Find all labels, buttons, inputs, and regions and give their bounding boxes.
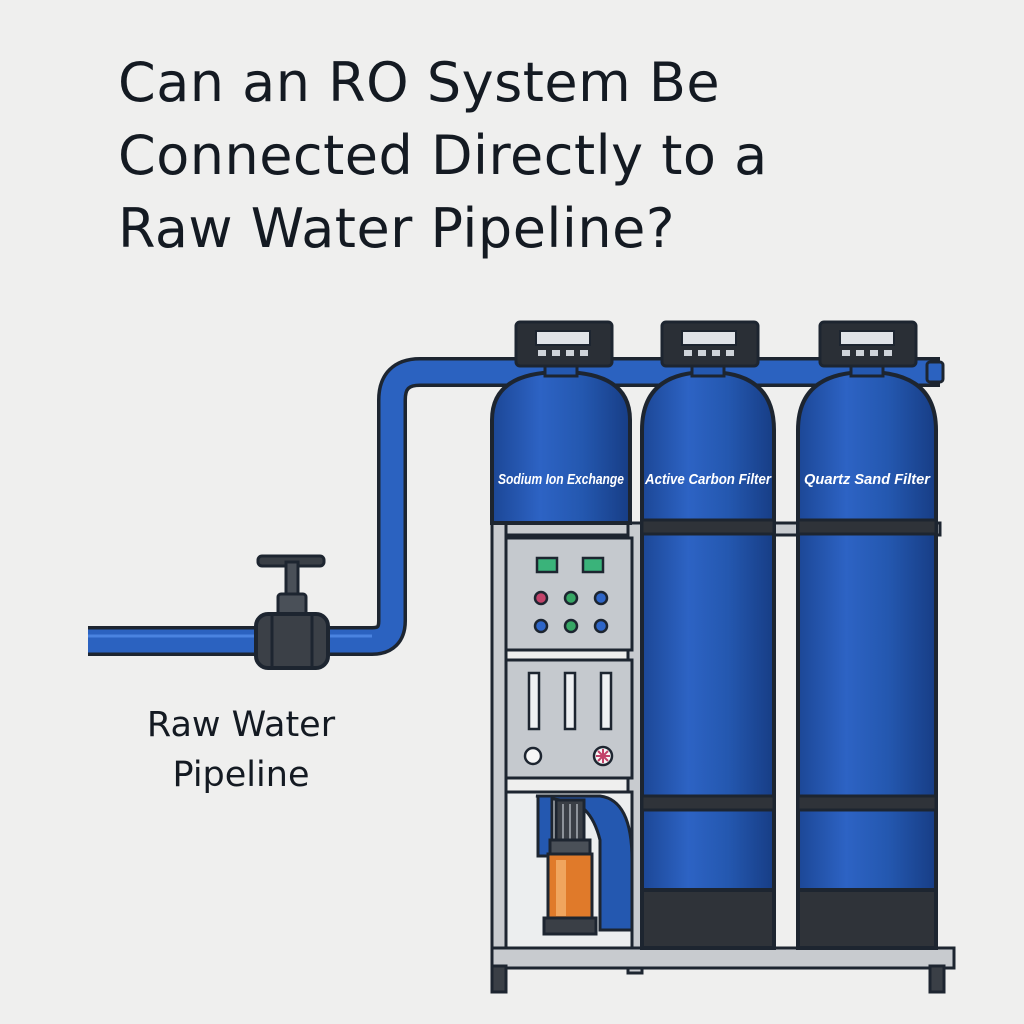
pump-icon: [504, 790, 634, 950]
gauge-icon: [523, 746, 543, 766]
tank-active-carbon-filter: [640, 320, 776, 950]
tank-quartz-sand-filter: [796, 320, 938, 950]
tank-label-sodium-ion-exchange: Sodium Ion Exchange: [498, 471, 624, 488]
pipeline-label-line-2: Pipeline: [172, 755, 310, 795]
raw-water-pipe: [88, 357, 945, 656]
pipeline-label-line-1: Raw Water: [146, 705, 336, 745]
gauge-panel: [504, 658, 634, 780]
tank-label-quartz-sand-filter: Quartz Sand Filter: [804, 471, 931, 488]
title-line-1: Can an RO System Be: [118, 51, 721, 114]
pipeline-label: Raw Water Pipeline: [96, 700, 386, 800]
tank-label-active-carbon-filter: Active Carbon Filter: [644, 471, 772, 488]
control-panel: [504, 536, 634, 652]
page-title: Can an RO System Be Connected Directly t…: [118, 46, 998, 265]
title-line-3: Raw Water Pipeline?: [118, 197, 676, 260]
tank-sodium-ion-exchange: [490, 320, 632, 525]
valve-icon: [254, 554, 330, 670]
title-line-2: Connected Directly to a: [118, 124, 768, 187]
